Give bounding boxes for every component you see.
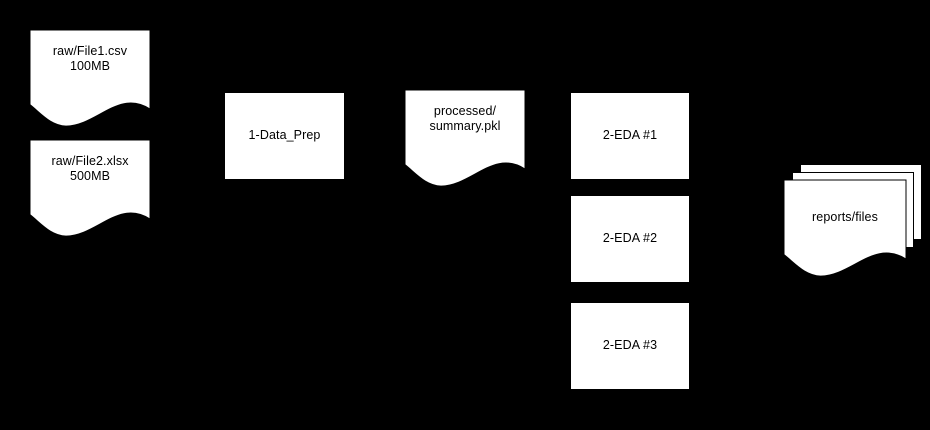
node-data-prep[interactable]: 1-Data_Prep — [224, 92, 345, 180]
node-eda-1[interactable]: 2-EDA #1 — [570, 92, 690, 180]
shape-document — [404, 89, 526, 187]
node-raw-file1[interactable]: raw/File1.csv 100MB — [29, 29, 151, 127]
shape-document-front — [783, 179, 907, 277]
shape-rectangle — [570, 92, 690, 180]
node-raw-file2[interactable]: raw/File2.xlsx 500MB — [29, 139, 151, 237]
shape-document — [29, 29, 151, 127]
shape-rectangle — [570, 302, 690, 390]
shape-rectangle — [570, 195, 690, 283]
node-processed-summary[interactable]: processed/ summary.pkl — [404, 89, 526, 187]
node-eda-3[interactable]: 2-EDA #3 — [570, 302, 690, 390]
node-eda-2[interactable]: 2-EDA #2 — [570, 195, 690, 283]
diagram-canvas: raw/File1.csv 100MB raw/File2.xlsx 500MB 1… — [29, 29, 922, 390]
shape-rectangle — [224, 92, 345, 180]
node-reports-files[interactable]: reports/files — [783, 164, 922, 277]
shape-document — [29, 139, 151, 237]
